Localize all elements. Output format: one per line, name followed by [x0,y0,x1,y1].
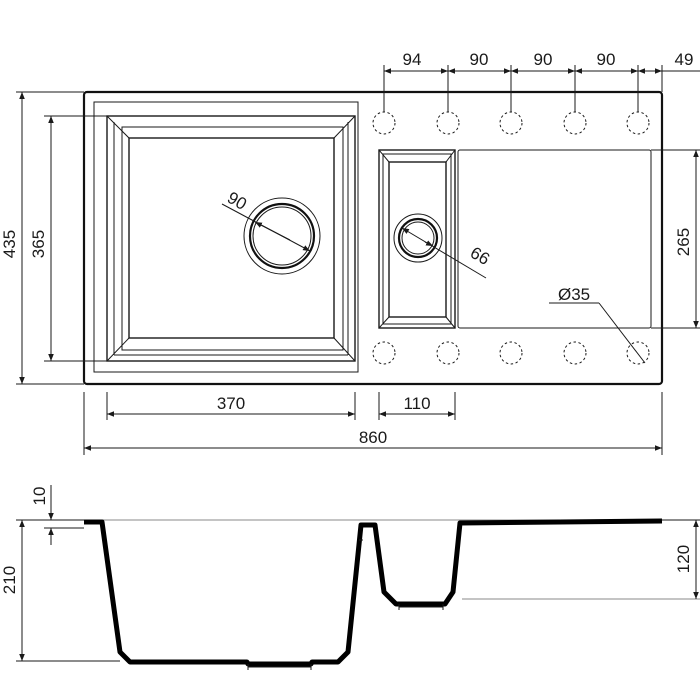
small-drain-dim: 66 [467,243,493,269]
tap-hole [499,341,523,365]
top-view: 90 66 [0,50,700,455]
height-dimensions: 435 365 [0,91,107,385]
main-bowl-frame [93,101,359,373]
drainboard [457,149,652,329]
small-bowl [378,149,456,329]
tap-hole [499,111,523,135]
overall-width-label: 860 [359,428,387,447]
tap-hole [436,111,460,135]
tap-hole [626,111,650,135]
section-depth-label: 210 [0,566,19,594]
small-drain: 66 [393,213,493,279]
width-dimensions: 370 110 860 [83,392,663,455]
spacing-label: 94 [403,50,422,69]
tap-hole [436,341,460,365]
bowl-width-label: 370 [217,394,245,413]
main-drain: 90 [221,188,321,275]
overall-height-label: 435 [0,230,19,258]
spacing-label: 49 [675,50,694,69]
tap-hole [563,341,587,365]
spacing-label: 90 [534,50,553,69]
spacing-label: 90 [470,50,489,69]
tap-hole [372,111,396,135]
tap-hole [563,111,587,135]
sink-profile [84,518,663,667]
main-bowl [106,115,356,362]
small-bowl-depth-label: 120 [674,545,693,573]
tap-hole-dim: Ø35 [558,285,590,304]
tap-hole [626,341,650,365]
spacing-label: 90 [597,50,616,69]
main-drain-dim: 90 [224,188,250,214]
section-view: 10 210 120 [0,485,700,670]
drainboard-height-label: 265 [674,228,693,256]
small-bowl-width-label: 110 [403,394,430,413]
rim-thickness-label: 10 [30,487,49,506]
drainboard-height-dimension: 265 [651,149,700,329]
bowl-height-label: 365 [29,230,48,258]
sink-outline [82,90,664,386]
hole-spacing-dimension: 94 90 90 90 49 [383,50,700,112]
tap-hole [372,341,396,365]
